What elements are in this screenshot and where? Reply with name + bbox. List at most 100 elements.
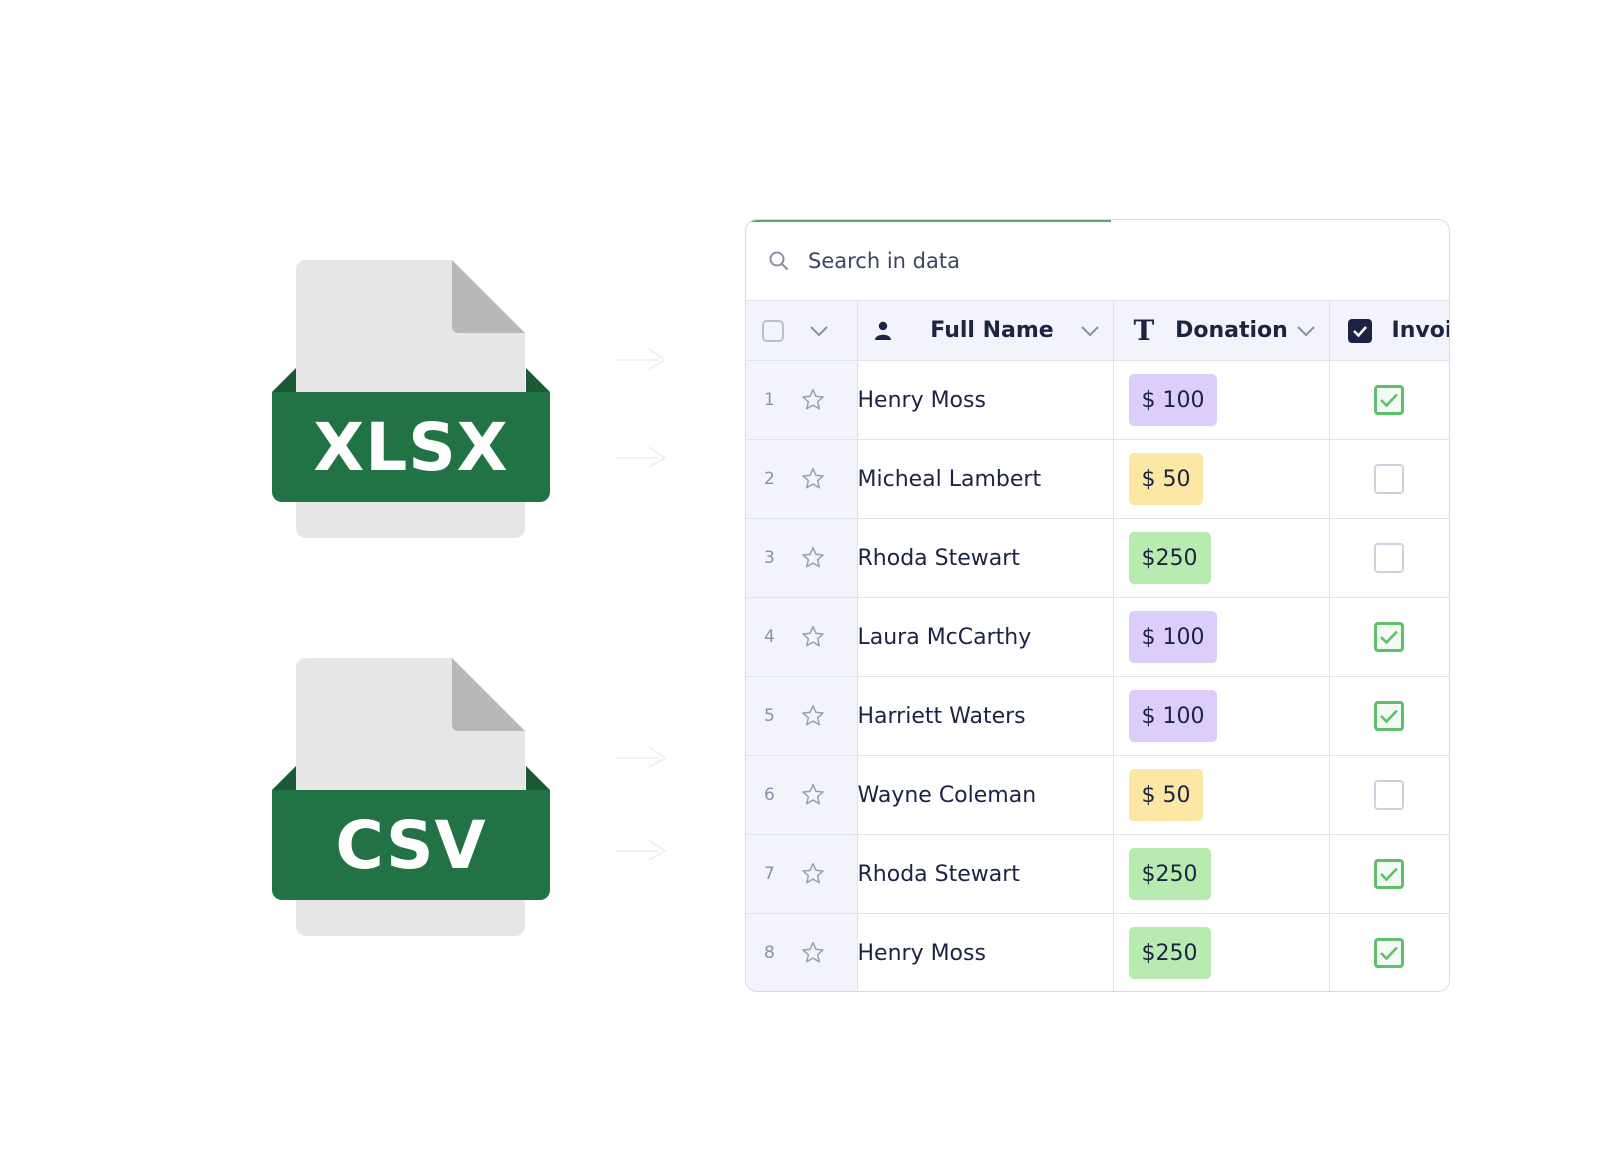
- donation-pill: $250: [1128, 532, 1211, 584]
- text-type-icon: T: [1133, 314, 1155, 347]
- arrow-right-icon: [615, 446, 667, 468]
- invoice-cell: [1329, 360, 1449, 440]
- donation-cell[interactable]: $250: [1113, 518, 1330, 598]
- star-icon[interactable]: [800, 466, 826, 492]
- donation-cell[interactable]: $ 100: [1113, 676, 1330, 756]
- column-label: Full Name: [930, 318, 1054, 343]
- full-name-cell[interactable]: Rhoda Stewart: [857, 834, 1114, 914]
- full-name-cell[interactable]: Harriett Waters: [857, 676, 1114, 756]
- invoice-checkbox[interactable]: [1373, 622, 1404, 652]
- row-number: 6: [764, 785, 775, 805]
- column-header-invoice[interactable]: Invoic: [1329, 301, 1449, 361]
- row-select-cell: 3: [746, 518, 858, 598]
- full-name-cell[interactable]: Henry Moss: [857, 360, 1114, 440]
- star-icon[interactable]: [800, 940, 826, 966]
- invoice-cell: [1329, 439, 1449, 519]
- invoice-cell: [1329, 834, 1449, 914]
- band-wing-left: [272, 766, 296, 790]
- invoice-cell: [1329, 676, 1449, 756]
- invoice-checkbox[interactable]: [1373, 464, 1404, 494]
- table-row[interactable]: 6 Wayne Coleman $ 50: [746, 755, 1449, 835]
- chevron-down-icon[interactable]: [1296, 325, 1315, 336]
- row-select-cell: 1: [746, 360, 858, 440]
- file-type-label: CSV: [272, 790, 550, 900]
- arrow-right-icon: [615, 839, 667, 861]
- select-all-checkbox[interactable]: [762, 319, 784, 342]
- invoice-cell: [1329, 755, 1449, 835]
- header-row: Full Name T Donation: [746, 301, 1449, 361]
- full-name-cell[interactable]: Wayne Coleman: [857, 755, 1114, 835]
- donation-cell[interactable]: $ 50: [1113, 755, 1330, 835]
- star-icon[interactable]: [800, 387, 826, 413]
- table-row[interactable]: 7 Rhoda Stewart $250: [746, 834, 1449, 914]
- full-name-cell[interactable]: Micheal Lambert: [857, 439, 1114, 519]
- row-number: 8: [764, 943, 775, 963]
- chevron-down-icon[interactable]: [810, 325, 828, 336]
- search-icon: [768, 248, 794, 274]
- row-select-cell: 2: [746, 439, 858, 519]
- table-row[interactable]: 3 Rhoda Stewart $250: [746, 518, 1449, 598]
- donation-pill: $ 100: [1128, 690, 1218, 742]
- table-row[interactable]: 2 Micheal Lambert $ 50: [746, 439, 1449, 519]
- data-grid: Full Name T Donation: [746, 301, 1449, 991]
- file-type-label: XLSX: [272, 392, 550, 502]
- invoice-checkbox[interactable]: [1373, 859, 1404, 889]
- row-number: 3: [764, 548, 775, 568]
- table-row[interactable]: 8 Henry Moss $250: [746, 913, 1449, 991]
- csv-file-icon: CSV: [272, 658, 550, 936]
- table-row[interactable]: 1 Henry Moss$ 100: [746, 360, 1449, 440]
- invoice-checkbox[interactable]: [1373, 385, 1404, 415]
- invoice-checkbox[interactable]: [1373, 780, 1404, 810]
- file-fold-corner: [452, 658, 525, 731]
- row-number: 1: [764, 390, 775, 410]
- column-header-full-name[interactable]: Full Name: [857, 301, 1114, 361]
- star-icon[interactable]: [800, 624, 826, 650]
- donation-cell[interactable]: $ 50: [1113, 439, 1330, 519]
- donation-cell[interactable]: $250: [1113, 913, 1330, 991]
- arrow-right-icon: [615, 348, 667, 370]
- table-row[interactable]: 4 Laura McCarthy$ 100: [746, 597, 1449, 677]
- full-name-cell[interactable]: Henry Moss: [857, 913, 1114, 991]
- column-header-donation[interactable]: T Donation: [1113, 301, 1330, 361]
- row-select-cell: 8: [746, 913, 858, 991]
- person-icon: [874, 321, 892, 341]
- row-number: 4: [764, 627, 775, 647]
- row-number: 7: [764, 864, 775, 884]
- invoice-cell: [1329, 518, 1449, 598]
- chevron-down-icon[interactable]: [1080, 325, 1099, 336]
- star-icon[interactable]: [800, 861, 826, 887]
- data-table-panel: Full Name T Donation: [745, 219, 1450, 992]
- invoice-checkbox[interactable]: [1373, 543, 1404, 573]
- file-fold-corner: [452, 260, 525, 333]
- search-bar: [746, 222, 1449, 301]
- invoice-checkbox[interactable]: [1373, 701, 1404, 731]
- xlsx-file-icon: XLSX: [272, 260, 550, 538]
- column-label: Donation: [1175, 318, 1288, 343]
- donation-pill: $250: [1128, 848, 1211, 900]
- invoice-cell: [1329, 597, 1449, 677]
- star-icon[interactable]: [800, 545, 826, 571]
- progress-line: [746, 220, 1111, 222]
- star-icon[interactable]: [800, 782, 826, 808]
- invoice-checkbox[interactable]: [1373, 938, 1404, 968]
- row-select-cell: 6: [746, 755, 858, 835]
- band-wing-right: [526, 766, 550, 790]
- band-wing-left: [272, 368, 296, 392]
- donation-cell[interactable]: $ 100: [1113, 360, 1330, 440]
- row-number: 2: [764, 469, 775, 489]
- arrow-right-icon: [615, 746, 667, 768]
- search-input[interactable]: [806, 248, 1370, 274]
- full-name-cell[interactable]: Laura McCarthy: [857, 597, 1114, 677]
- checkbox-type-icon: [1347, 318, 1372, 343]
- row-select-cell: 7: [746, 834, 858, 914]
- donation-cell[interactable]: $250: [1113, 834, 1330, 914]
- full-name-cell[interactable]: Rhoda Stewart: [857, 518, 1114, 598]
- donation-pill: $ 50: [1128, 769, 1204, 821]
- band-wing-right: [526, 368, 550, 392]
- star-icon[interactable]: [800, 703, 826, 729]
- row-select-cell: 4: [746, 597, 858, 677]
- donation-pill: $250: [1128, 927, 1211, 979]
- donation-pill: $ 50: [1128, 453, 1204, 505]
- donation-cell[interactable]: $ 100: [1113, 597, 1330, 677]
